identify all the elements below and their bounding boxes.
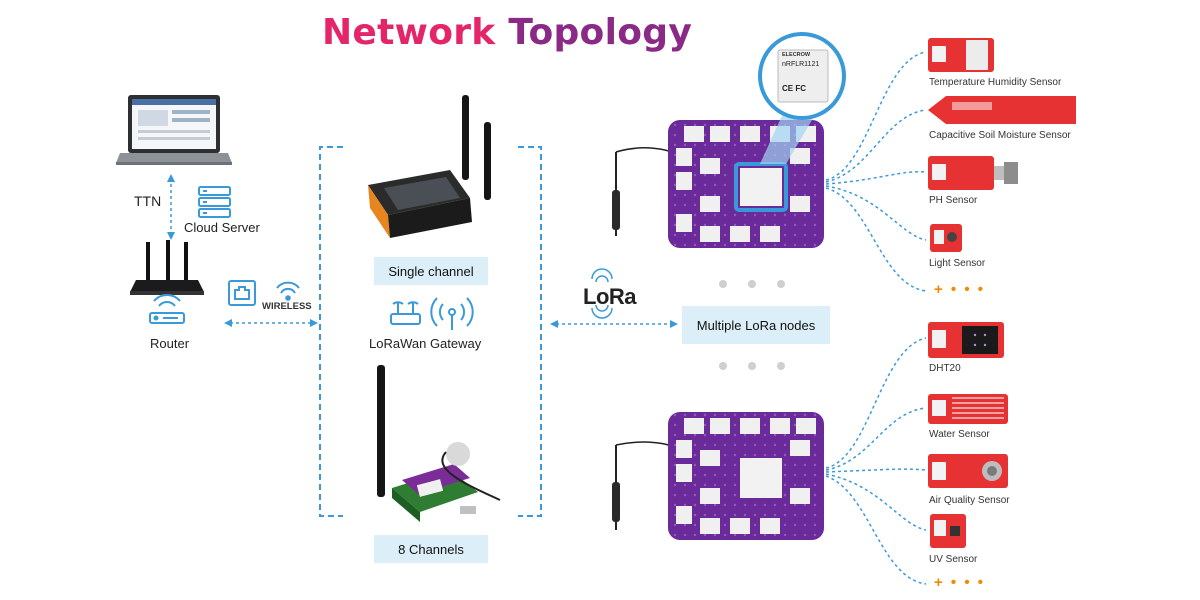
soil-moisture-sensor-image (928, 96, 1076, 124)
cloud-server-label: Cloud Server (184, 220, 260, 235)
sensor-label-temp-humidity: Temperature Humidity Sensor (929, 77, 1062, 88)
gateway-antenna-icon (430, 297, 474, 330)
module-brand: ELECROW (782, 52, 811, 58)
module-zoom-callout (758, 32, 846, 164)
lora-wave-icon (591, 268, 613, 319)
gateway-bracket-left (319, 146, 343, 517)
multiple-nodes-label: Multiple LoRa nodes (696, 317, 816, 333)
router-device-icon (130, 240, 204, 295)
router-wifi-icon (149, 294, 185, 324)
router-gateway-arrow (224, 319, 318, 327)
uv-sensor-image (930, 514, 966, 548)
sensor-links-top (825, 51, 927, 292)
eight-channels-box: 8 Channels (374, 535, 488, 563)
gateway-nodes-arrow (550, 320, 678, 328)
sensor-label-dht20: DHT20 (929, 363, 961, 374)
temperature-humidity-sensor-image (928, 38, 994, 72)
sensor-label-soil-moisture: Capacitive Soil Moisture Sensor (929, 130, 1071, 141)
lorawan-gateway-label: LoRaWan Gateway (369, 336, 482, 351)
sensor-label-ph: PH Sensor (929, 195, 978, 206)
multiple-nodes-box: Multiple LoRa nodes (682, 306, 830, 344)
ttn-link-arrow (167, 174, 175, 240)
ttn-label: TTN (134, 193, 162, 209)
eight-channels-label: 8 Channels (398, 541, 464, 557)
sensor-label-uv: UV Sensor (929, 554, 978, 565)
wireless-label: WIRELESS (262, 301, 312, 312)
lora-logo: LoRa (583, 284, 637, 309)
router-label: Router (150, 336, 190, 351)
gateway-router-icon (390, 301, 421, 325)
sensor-label-water: Water Sensor (929, 429, 990, 440)
single-channel-gateway-device (368, 95, 491, 238)
more-nodes-dots (719, 280, 785, 370)
module-model: nRFLR1121 (782, 61, 820, 68)
single-channel-label: Single channel (388, 263, 474, 279)
laptop-icon (116, 95, 232, 165)
single-channel-box: Single channel (374, 257, 488, 285)
sensor-label-light: Light Sensor (929, 258, 986, 269)
sensor-links-bottom (825, 337, 927, 585)
more-sensors-top: + • • • (934, 281, 986, 298)
ph-sensor-image (928, 156, 1018, 190)
air-quality-sensor-image (928, 454, 1008, 488)
sensor-label-air-quality: Air Quality Sensor (929, 495, 1010, 506)
eight-channel-gateway-device (377, 365, 501, 522)
module-marks: CE FC (782, 84, 806, 93)
gateway-bracket-right (518, 146, 542, 517)
light-sensor-image (930, 224, 962, 252)
dht20-sensor-image (928, 322, 1004, 358)
ethernet-icon (228, 280, 256, 306)
more-sensors-bottom: + • • • (934, 574, 986, 591)
page-title: Network Topology (322, 12, 692, 53)
lora-node-board-bottom (612, 412, 824, 540)
server-icon (198, 186, 231, 218)
wireless-icon (276, 281, 300, 301)
water-sensor-image (928, 394, 1008, 424)
title-text: Network Topology (322, 12, 693, 53)
